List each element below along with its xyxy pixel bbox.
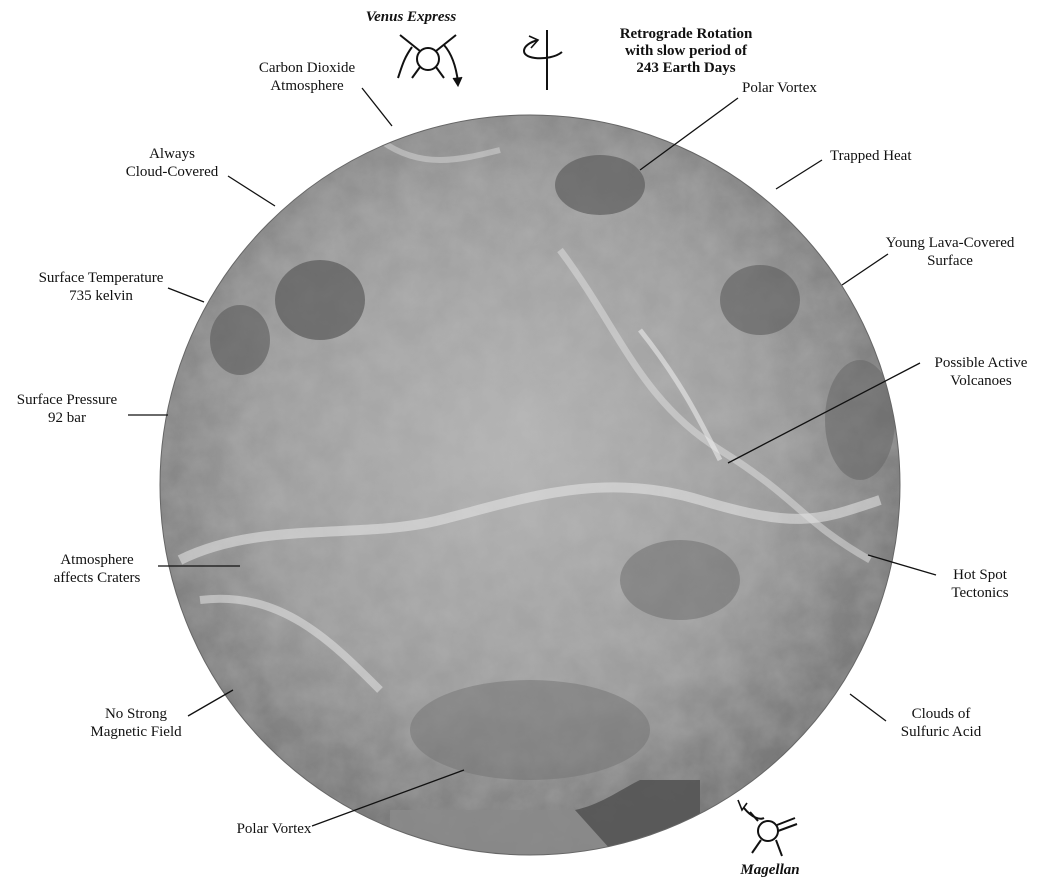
venus-express-label: Venus Express xyxy=(365,9,457,25)
leader-young-lava xyxy=(841,253,889,286)
leader-always-cloud xyxy=(227,175,276,207)
leader-carbon-dioxide xyxy=(361,87,393,127)
label-carbon-dioxide: Carbon Dioxide Atmosphere xyxy=(258,60,356,94)
rotation-text: Retrograde Rotation with slow period of … xyxy=(619,26,753,76)
label-trapped-heat: Trapped Heat xyxy=(830,148,912,164)
highland-streak xyxy=(199,594,383,693)
venus-express-spacecraft-icon xyxy=(397,34,463,88)
leader-polar-vortex-top xyxy=(639,97,739,171)
label-active-volcanoes: Possible Active Volcanoes xyxy=(934,355,1028,389)
rotation-axis-icon xyxy=(523,30,563,90)
leader-surface-temp xyxy=(167,287,205,303)
leader-magnetic-field xyxy=(187,689,234,717)
highland-streak xyxy=(177,482,882,565)
label-magnetic-field: No Strong Magnetic Field xyxy=(90,706,182,740)
label-hot-spot: Hot Spot Tectonics xyxy=(951,567,1009,601)
planet-outline xyxy=(159,114,901,856)
label-polar-vortex-top: Polar Vortex xyxy=(742,80,817,96)
magellan-label: Magellan xyxy=(740,862,800,878)
leader-trapped-heat xyxy=(775,159,823,190)
label-always-cloud: Always Cloud-Covered xyxy=(125,146,219,180)
dark-basin xyxy=(720,265,800,335)
highland-streak xyxy=(378,137,501,163)
dark-basin xyxy=(210,305,270,375)
dark-basin xyxy=(825,360,895,480)
label-atmosphere-craters: Atmosphere affects Craters xyxy=(53,552,141,586)
dark-basin xyxy=(275,260,365,340)
venus-planet xyxy=(159,114,901,856)
label-young-lava: Young Lava-Covered Surface xyxy=(885,235,1015,269)
leader-polar-vortex-bottom xyxy=(311,769,465,827)
leader-hot-spot xyxy=(867,554,937,576)
label-surface-temp: Surface Temperature 735 kelvin xyxy=(38,270,164,304)
label-sulfuric-clouds: Clouds of Sulfuric Acid xyxy=(900,706,982,740)
leader-sulfuric-clouds xyxy=(849,693,887,722)
highland-streak xyxy=(638,328,723,462)
leader-lines xyxy=(128,87,937,827)
leader-active-volcanoes xyxy=(727,362,921,464)
label-polar-vortex-bottom: Polar Vortex xyxy=(236,821,312,837)
dark-basin xyxy=(620,540,740,620)
dark-basin xyxy=(555,155,645,215)
dark-basin xyxy=(410,680,650,780)
magellan-spacecraft-icon xyxy=(737,799,798,857)
label-surface-pressure: Surface Pressure 92 bar xyxy=(16,392,118,426)
